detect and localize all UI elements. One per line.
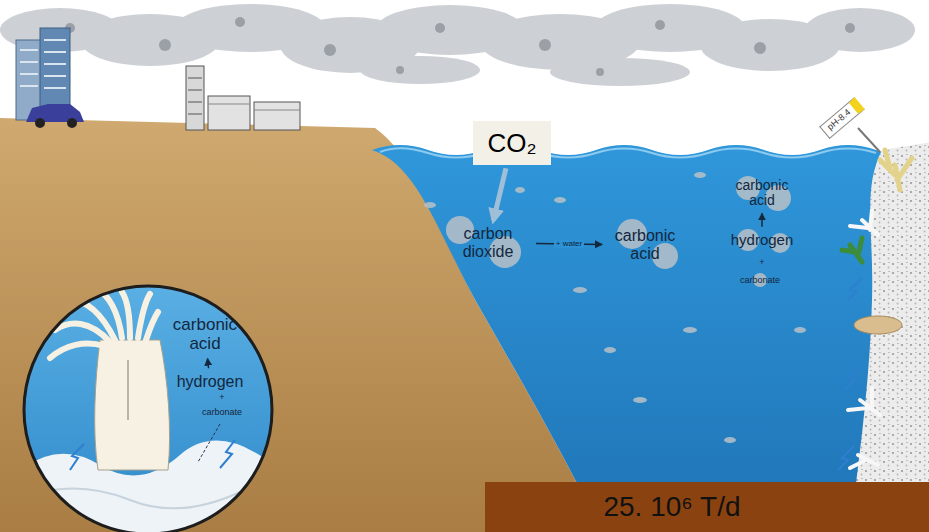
factory: [186, 66, 300, 130]
node-text: carbonic acid: [168, 316, 242, 353]
wave-line: [380, 148, 876, 157]
reaction-arrow: [208, 359, 209, 369]
molecule-bubble: [424, 172, 806, 443]
node-text: carbon dioxide: [446, 225, 530, 260]
lightning-mark: [838, 278, 862, 470]
molecule-term: carbonate: [738, 275, 782, 287]
value-box: 25. 10⁶ T/d: [485, 482, 929, 532]
node-text: carbonate: [740, 276, 780, 286]
node-text: pH-8.4: [826, 108, 853, 133]
molecule-term: carbonate: [200, 407, 244, 419]
node-text: hydrogen: [731, 232, 794, 249]
soot-dot: [65, 17, 855, 76]
node-text: CO₂: [487, 129, 536, 158]
molecule-term: carbonic acid: [726, 176, 798, 211]
ocean: [372, 145, 929, 532]
reaction-arrow: [493, 168, 506, 220]
molecule-term: hydrogen: [728, 230, 797, 251]
edge-label: + water: [554, 240, 584, 249]
inset-view: [20, 284, 280, 532]
lightning-mark: [220, 440, 235, 468]
reef: [850, 142, 929, 532]
formula-box: CO₂: [473, 121, 550, 166]
molecule-term: carbonic acid: [165, 314, 245, 355]
city: [16, 28, 84, 128]
node-text: carbonate: [202, 408, 242, 418]
plus-sign: +: [759, 258, 764, 268]
coral: [842, 150, 912, 468]
ph-sign: pH-8.4: [819, 97, 864, 139]
node-text: carbonic acid: [729, 178, 795, 209]
molecule-term: hydrogen: [174, 371, 247, 393]
molecule-term: carbon dioxide: [443, 223, 533, 262]
molecule-term: carbonic acid: [605, 225, 685, 264]
reaction-arrow: [761, 213, 763, 226]
node-text: carbonic acid: [608, 227, 682, 262]
shell: [854, 316, 902, 334]
node-text: hydrogen: [177, 373, 244, 391]
node-text: 25. 10⁶ T/d: [603, 492, 740, 523]
smog-cloud: [0, 4, 915, 86]
sign-post: [858, 128, 880, 152]
plus-sign: +: [219, 393, 224, 403]
